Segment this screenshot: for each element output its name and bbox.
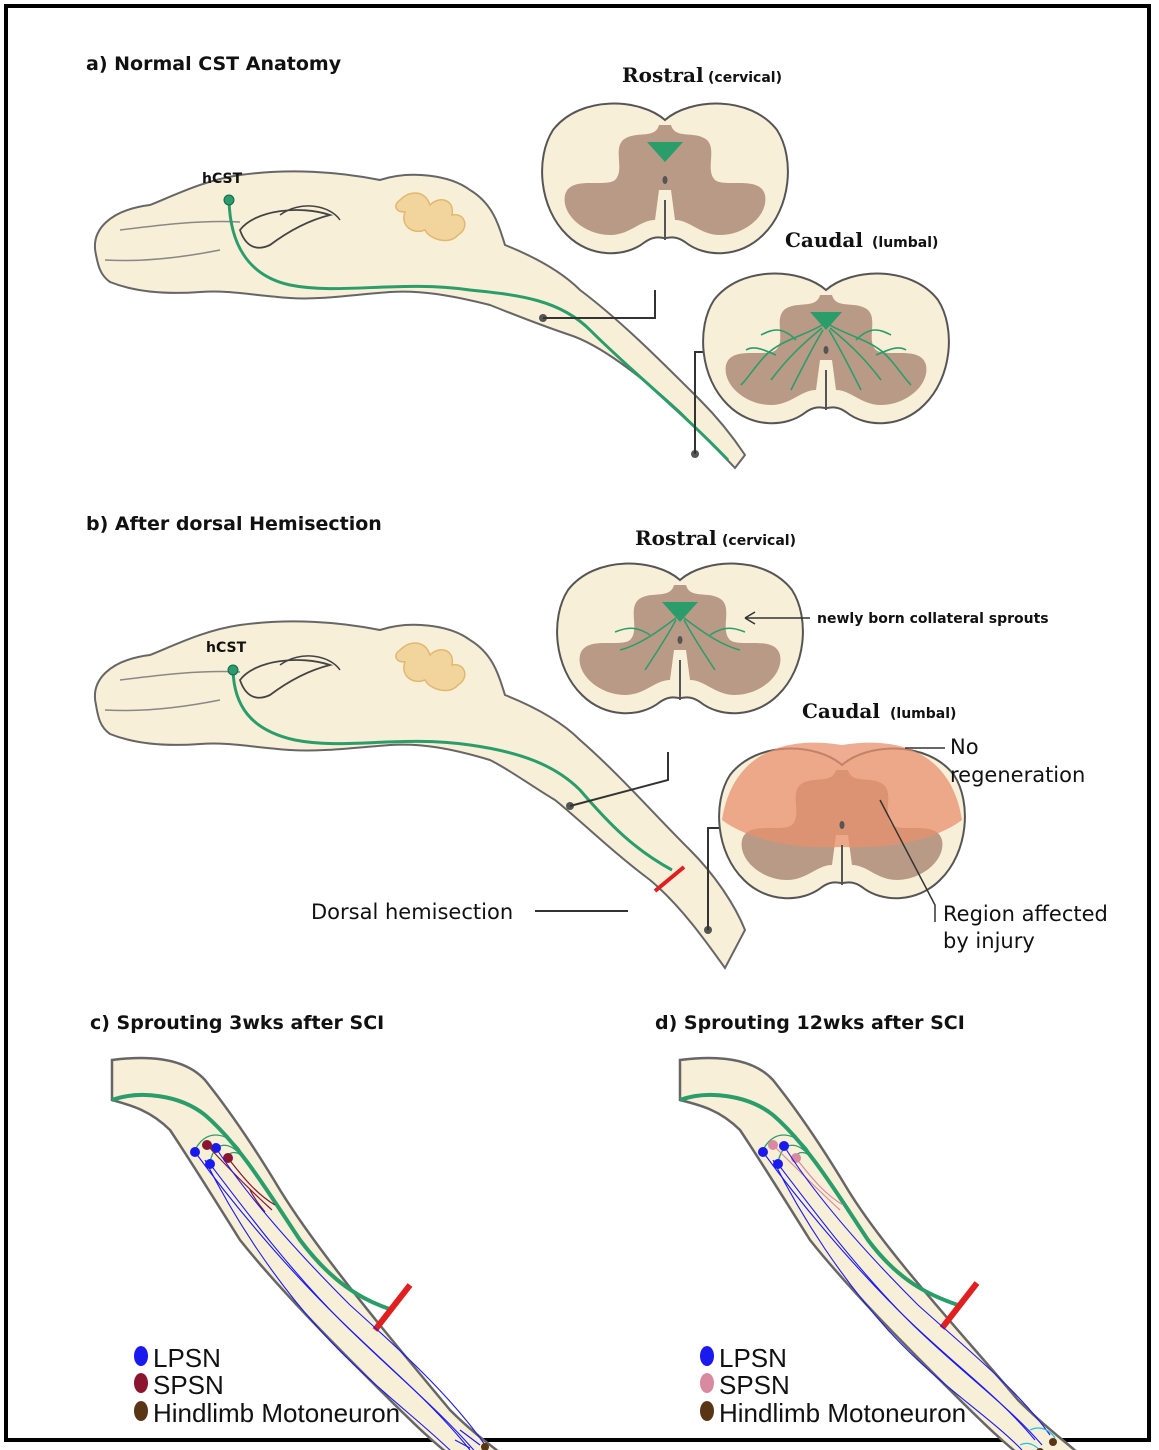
motoneuron (1049, 1438, 1057, 1446)
region-affected-line2: by injury (943, 929, 1035, 953)
lesion-mark-d (942, 1283, 977, 1328)
panel-d-title: d) Sprouting 12wks after SCI (655, 1012, 965, 1034)
no-regen-line1: No (950, 735, 979, 759)
hcst-label-b: hCST (206, 640, 247, 656)
rostral-sub-b: (cervical) (722, 533, 796, 549)
legend-c-lpsn: LPSN (153, 1343, 221, 1373)
panel-a-title: a) Normal CST Anatomy (86, 53, 342, 75)
legend-d-motoneuron: Hindlimb Motoneuron (719, 1398, 966, 1428)
legend-d-lpsn: LPSN (719, 1343, 787, 1373)
legend-d-spsn: SPSN (719, 1370, 790, 1400)
hcst-cell-a (224, 195, 234, 205)
injury-region (722, 743, 962, 848)
dorsal-hemisection-label: Dorsal hemisection (311, 900, 513, 924)
no-regen-line2: regeneration (950, 763, 1085, 787)
caudal-section-b (719, 743, 965, 899)
caudal-label-a: Caudal (785, 228, 863, 252)
rostral-section-b (557, 564, 803, 714)
legend-c-spsn: SPSN (153, 1370, 224, 1400)
caudal-label-b: Caudal (802, 699, 880, 723)
panel-a: a) Normal CST Anatomy hCST (86, 53, 949, 468)
panel-d: d) Sprouting 12wks after SCI (655, 1012, 1080, 1450)
rostral-section-a (542, 104, 788, 254)
caudal-section-a (703, 274, 949, 424)
legend-c-motoneuron: Hindlimb Motoneuron (153, 1398, 400, 1428)
region-affected-line1: Region affected (943, 902, 1108, 926)
panel-b: b) After dorsal Hemisection hCST Dorsal … (86, 513, 1108, 968)
panel-c-title: c) Sprouting 3wks after SCI (90, 1012, 384, 1034)
hcst-cell-b (228, 665, 238, 675)
rostral-label-b: Rostral (635, 526, 717, 550)
hcst-label-a: hCST (202, 171, 243, 187)
rostral-sub-a: (cervical) (708, 70, 782, 86)
caudal-sub-b: (lumbal) (890, 706, 956, 722)
panel-b-title: b) After dorsal Hemisection (86, 513, 382, 535)
caudal-sub-a: (lumbal) (872, 235, 938, 251)
panel-c: c) Sprouting 3wks after SCI (90, 1012, 515, 1450)
sprouts-note: newly born collateral sprouts (817, 611, 1049, 627)
rostral-label-a: Rostral (622, 63, 704, 87)
